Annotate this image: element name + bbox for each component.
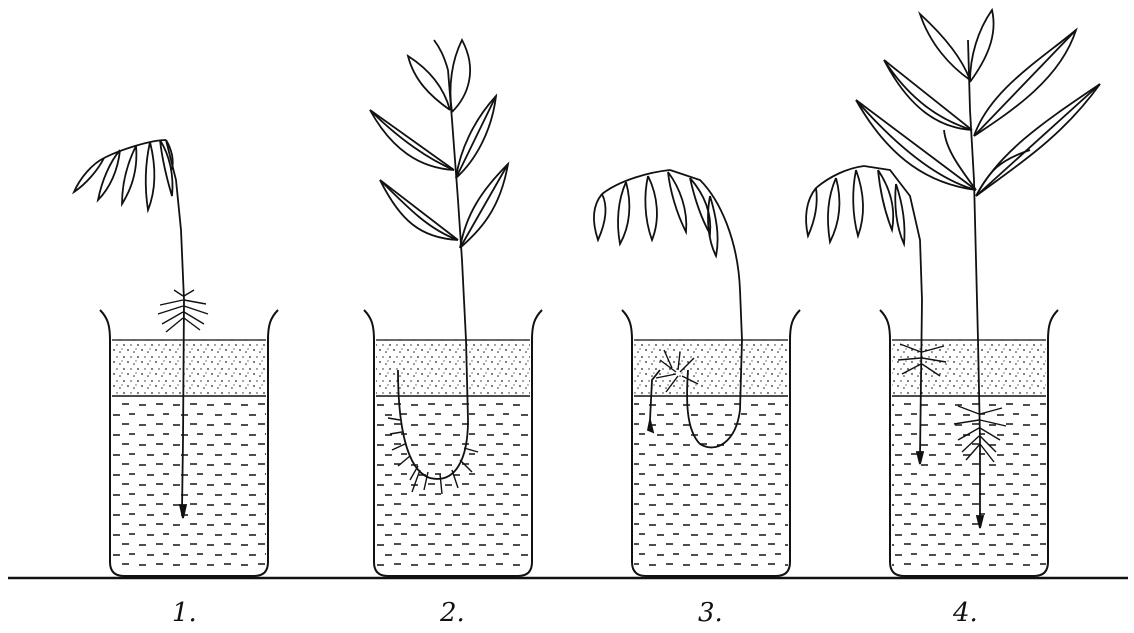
beaker-2 [364,310,542,576]
figure-label-1: 1. [172,600,197,626]
leaves-2 [370,40,508,248]
figure-label-4: 4. [953,600,978,626]
figure-label-3: 3. [698,600,723,626]
leaves-4 [856,10,1100,196]
figure-label-2: 2. [440,600,465,626]
beaker-3 [622,310,800,576]
beaker-4 [880,310,1058,576]
beaker-1 [100,310,278,576]
